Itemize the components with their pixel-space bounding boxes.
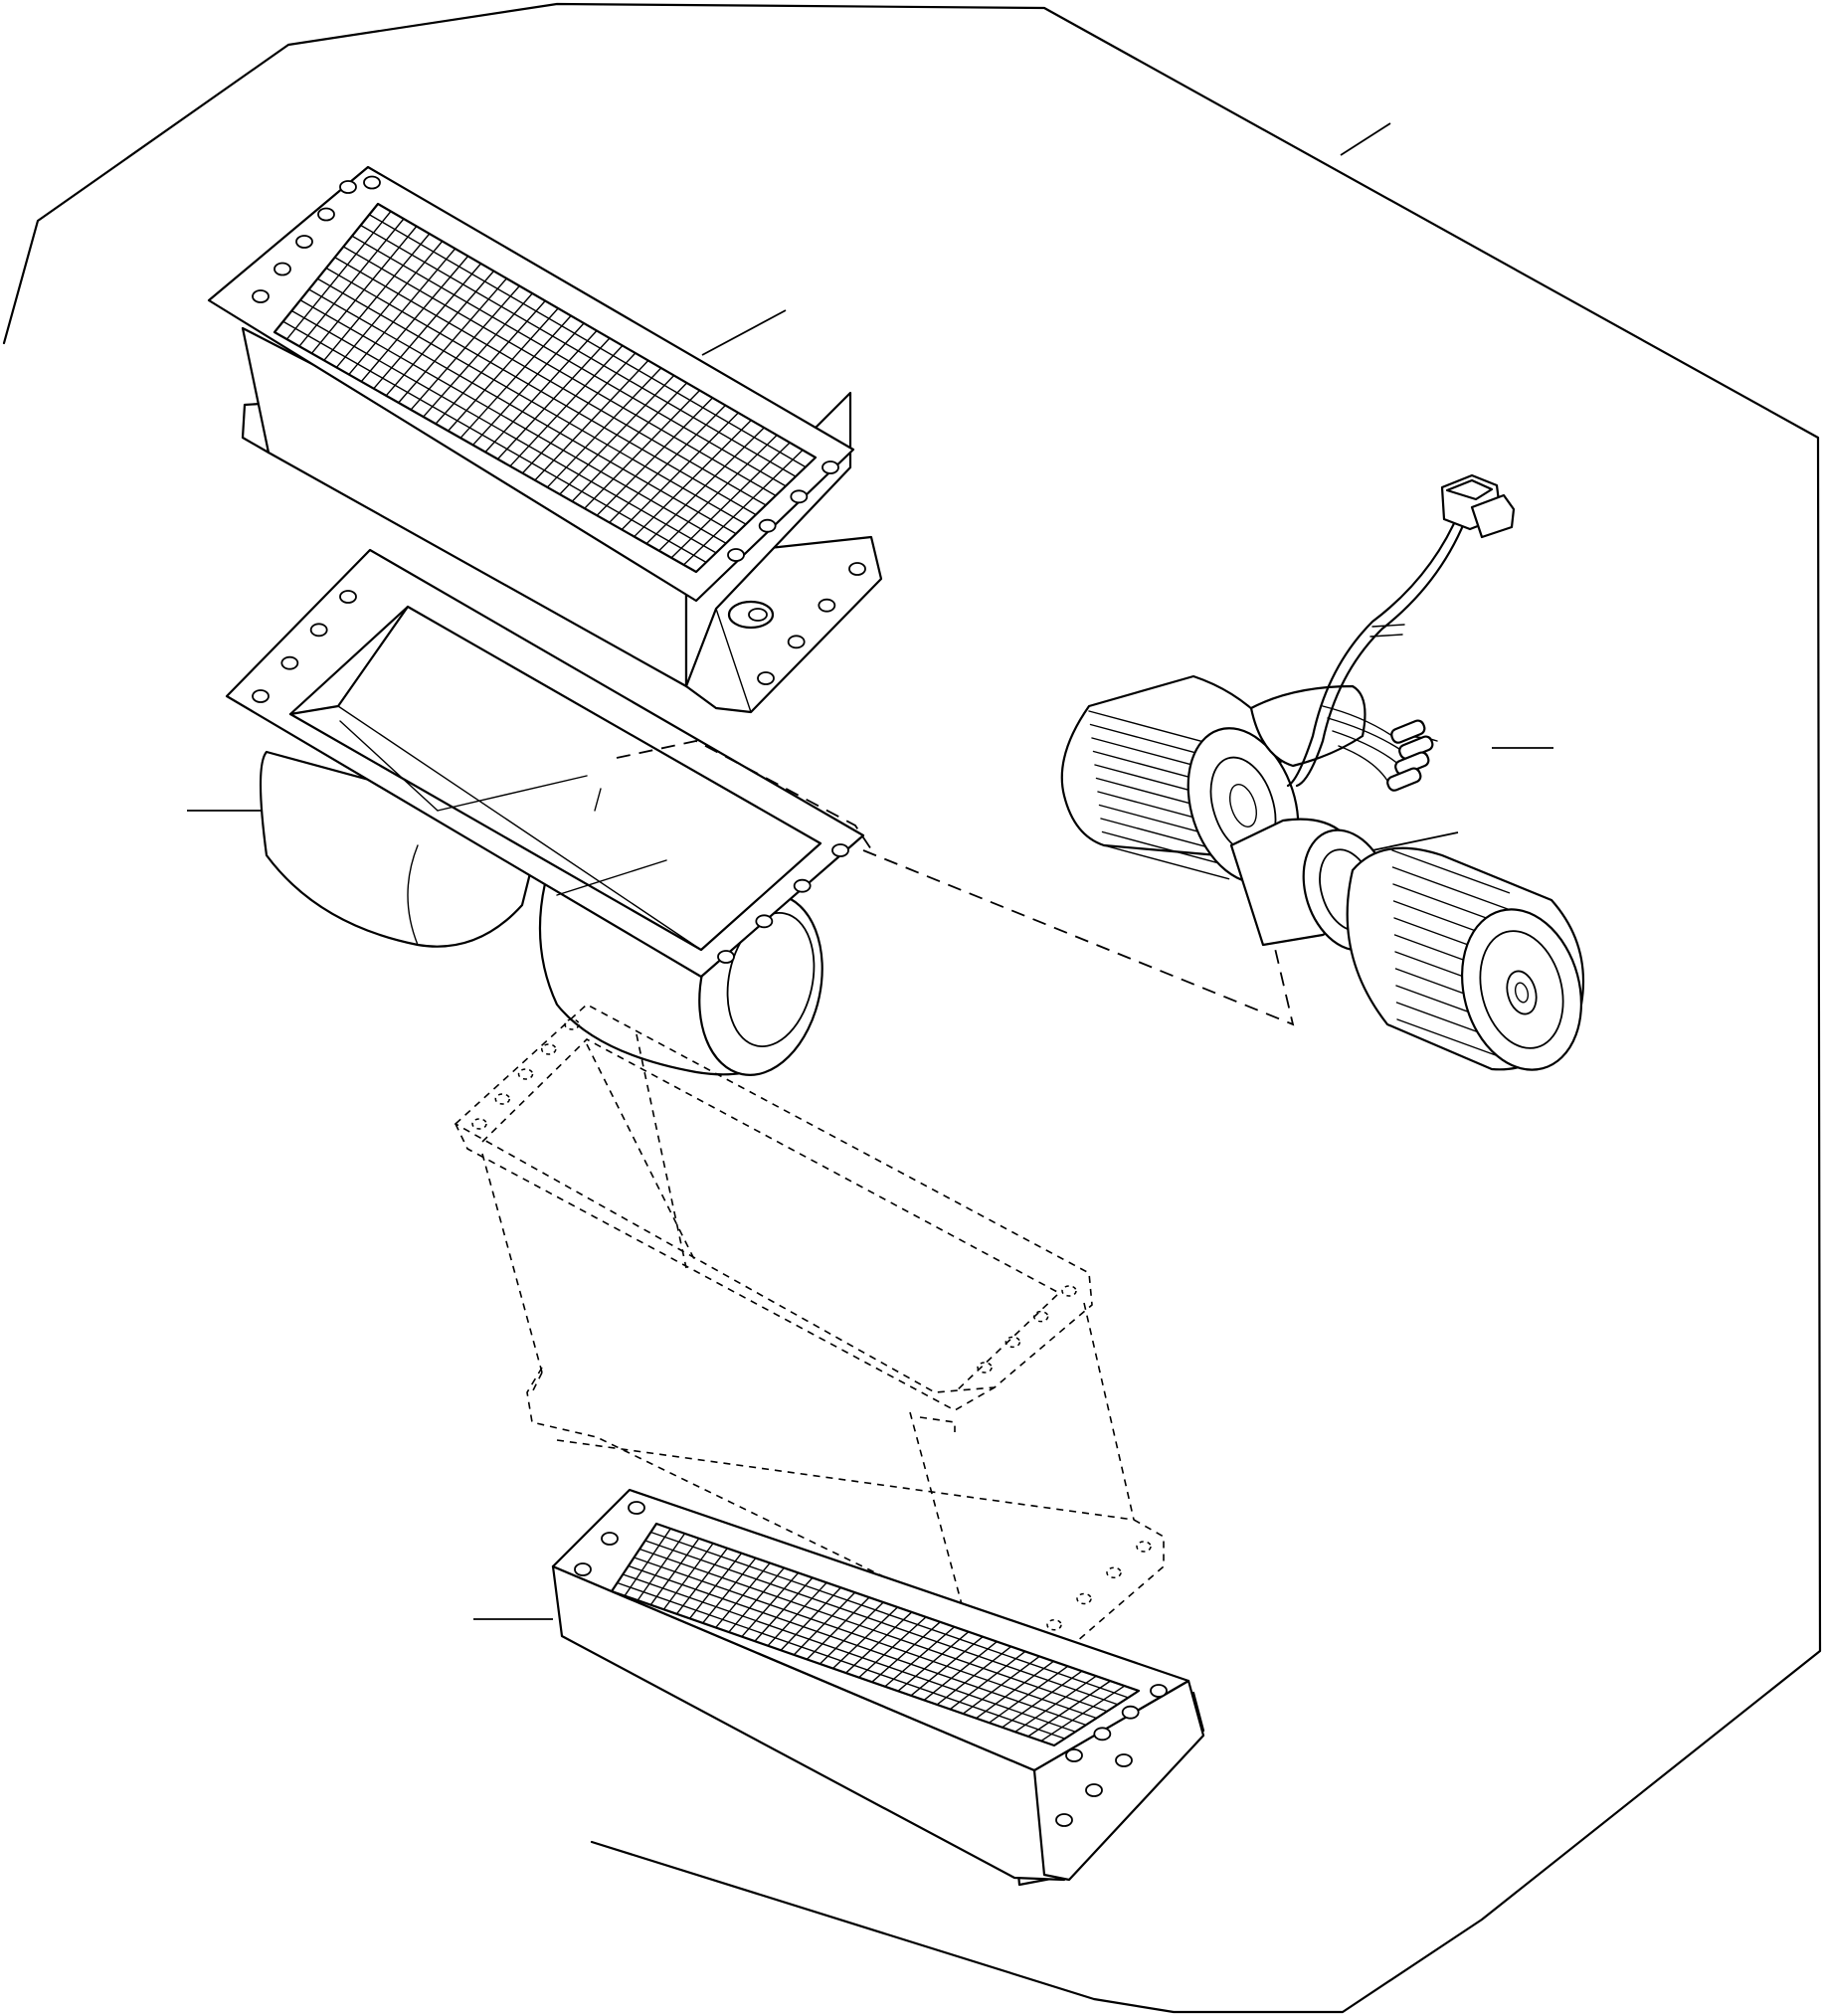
upper-bottom-flange-holes — [757, 562, 866, 685]
grille-fin — [342, 246, 777, 497]
phantom-hole — [517, 1068, 534, 1080]
flange-hole — [793, 878, 812, 893]
grille-fin — [351, 235, 787, 487]
flange-hole — [295, 235, 313, 249]
fan-blade — [1391, 849, 1511, 894]
fan-blade — [1088, 710, 1215, 746]
phantom-hole — [1106, 1566, 1122, 1578]
flange-hole — [1115, 1753, 1133, 1767]
terminal-plugs — [1386, 719, 1434, 792]
flange-hole — [821, 460, 839, 474]
grille-fin — [307, 288, 737, 535]
flange-hole — [1150, 1684, 1168, 1698]
flange-hole — [727, 548, 745, 562]
flange-hole — [757, 671, 775, 685]
fan-blade — [1103, 844, 1230, 880]
grille-fin — [649, 1531, 1130, 1699]
blower-motor-fan — [1060, 674, 1585, 1071]
flange-hole — [1093, 1727, 1112, 1741]
phantom-holes — [471, 1018, 1152, 1657]
flange-hole — [574, 1562, 592, 1576]
flange-hole — [317, 207, 335, 222]
grille-fin — [325, 267, 757, 516]
flange-hole — [628, 1501, 645, 1515]
phantom-hole — [1046, 1619, 1062, 1631]
flange-hole — [309, 623, 328, 638]
flange-hole — [1055, 1813, 1073, 1827]
flange-hole — [755, 914, 774, 929]
flange-hole — [1121, 1705, 1140, 1720]
grille-fin — [644, 1540, 1119, 1706]
lower-grille — [616, 1528, 1130, 1742]
flange-hole — [717, 950, 735, 964]
grille-fin — [359, 224, 797, 477]
phantom-hole — [494, 1093, 510, 1105]
flange-hole — [818, 598, 836, 613]
flange-hole — [280, 655, 299, 670]
flange-hole — [339, 590, 357, 604]
flange-hole — [787, 635, 806, 649]
grille-fin — [299, 299, 727, 544]
grille-fin — [333, 257, 767, 506]
wire-harness-connector — [1286, 473, 1516, 792]
terminal-plug — [1386, 767, 1422, 792]
flange-hole — [252, 689, 270, 703]
grille-fin — [290, 309, 717, 554]
flange-hole — [363, 175, 381, 190]
upper-grille — [281, 210, 807, 566]
grille-fin — [633, 1557, 1098, 1720]
upper-flange-holes — [252, 175, 839, 562]
grille-fin — [616, 1581, 1066, 1740]
phantom-hole — [471, 1118, 487, 1130]
flange-hole — [1085, 1783, 1103, 1797]
phantom-hole — [1136, 1541, 1152, 1553]
flange-hole — [790, 489, 809, 504]
grille-fin — [638, 1548, 1108, 1713]
phantom-hole — [564, 1018, 580, 1030]
grille-fin — [281, 320, 707, 564]
fan-blade — [1101, 830, 1228, 866]
flange-hole — [848, 562, 866, 576]
lower-flange-holes — [574, 1501, 1168, 1827]
phantom-hole — [541, 1043, 557, 1055]
grille-fin — [368, 214, 807, 468]
flange-hole — [1065, 1748, 1083, 1762]
phantom-hole — [1032, 1310, 1049, 1323]
flange-hole — [252, 289, 270, 303]
flange-hole — [831, 843, 849, 857]
fan-blade — [1391, 866, 1511, 911]
lower-heater-core — [551, 1488, 1205, 1887]
leader-lines — [187, 122, 1553, 1620]
grille-fin — [622, 1573, 1076, 1733]
phantom-hole — [1061, 1285, 1077, 1297]
phantom-hole — [977, 1362, 993, 1374]
phantom-hole — [1076, 1592, 1092, 1605]
grille-fin — [316, 277, 747, 525]
grille-fin — [628, 1564, 1087, 1727]
terminal-plug — [1390, 719, 1426, 744]
flange-hole — [339, 180, 357, 194]
blower-flange-holes — [252, 590, 849, 964]
assembly-centerlines — [862, 849, 1295, 1026]
flange-hole — [274, 262, 291, 276]
flange-hole — [601, 1532, 619, 1546]
flange-hole — [758, 518, 777, 533]
upper-heater-core — [207, 165, 883, 714]
phantom-hole — [1004, 1336, 1021, 1349]
blower-housing — [225, 548, 876, 1076]
